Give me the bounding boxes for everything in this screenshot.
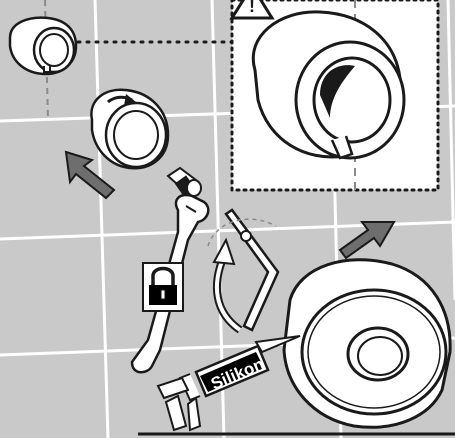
detail-inset: ! — [232, 0, 438, 190]
collar-ring-icon — [10, 18, 76, 74]
tape-roll-icon — [284, 260, 450, 427]
padlock-icon — [143, 263, 183, 311]
warning-symbol: ! — [249, 0, 255, 16]
